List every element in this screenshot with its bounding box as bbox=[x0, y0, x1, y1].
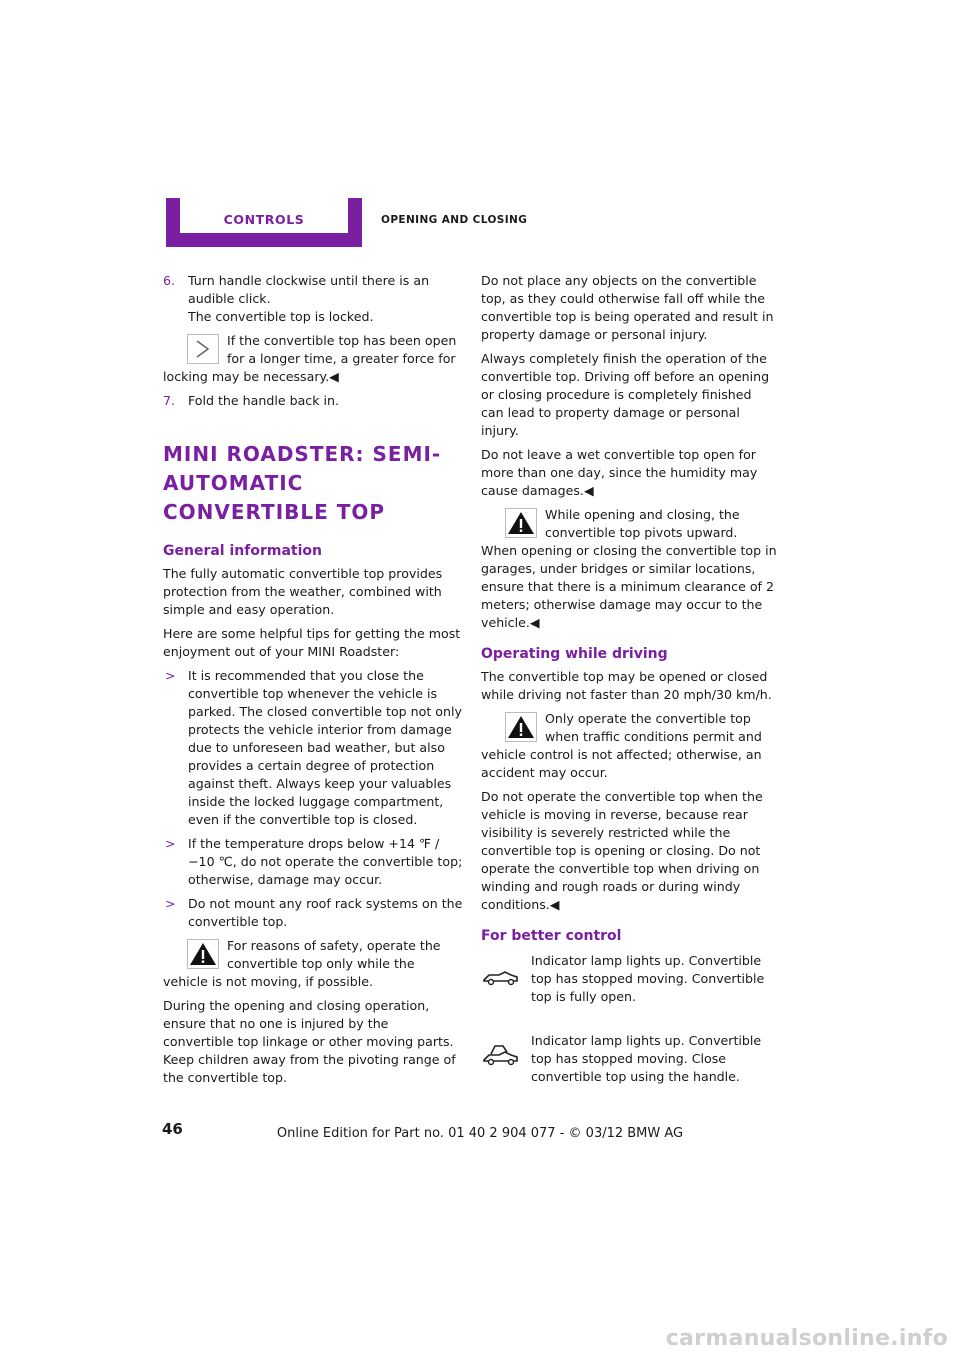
chapter-tab: CONTROLS bbox=[166, 198, 362, 247]
warning-icon bbox=[505, 508, 537, 538]
footer-edition: Online Edition for Part no. 01 40 2 904 … bbox=[276, 1126, 684, 1141]
bullet-text: If the temperature drops below +14 ℉ / −… bbox=[188, 836, 463, 887]
note-text: If the convertible top has been open for… bbox=[163, 333, 457, 384]
step-7: 7. Fold the handle back in. bbox=[163, 392, 463, 410]
warning-note: For reasons of safety, operate the conve… bbox=[163, 937, 463, 991]
step-6: 6. Turn handle clockwise until there is … bbox=[163, 272, 463, 326]
convertible-close-icon bbox=[483, 1045, 518, 1066]
step-text: Fold the handle back in. bbox=[188, 393, 340, 408]
bullet-marker: > bbox=[165, 668, 176, 683]
warning-note: Only operate the convertible top when tr… bbox=[481, 710, 777, 782]
bullet-item: > Do not mount any roof rack systems on … bbox=[163, 895, 463, 931]
warning-text: Only operate the convertible top when tr… bbox=[481, 711, 762, 780]
warning-text: For reasons of safety, operate the conve… bbox=[163, 938, 441, 989]
paragraph: The fully automatic convertible top prov… bbox=[163, 566, 443, 617]
left-column: 6. Turn handle clockwise until there is … bbox=[163, 272, 463, 1093]
chapter-label: CONTROLS bbox=[223, 212, 305, 227]
indicator-row: Indicator lamp lights up. Convertible to… bbox=[481, 1032, 777, 1106]
step-subtext: The convertible top is locked. bbox=[188, 309, 374, 324]
convertible-open-icon bbox=[483, 971, 518, 986]
bullet-marker: > bbox=[165, 836, 176, 851]
indicator-text: Indicator lamp lights up. Convertible to… bbox=[531, 953, 765, 1004]
right-column: Do not place any objects on the converti… bbox=[481, 272, 777, 1106]
step-text: Turn handle clockwise until there is an … bbox=[188, 273, 430, 306]
paragraph: Always completely finish the operation o… bbox=[481, 351, 770, 438]
page-number: 46 bbox=[162, 1120, 183, 1138]
note-icon bbox=[187, 334, 219, 364]
subheading-for-better-control: For better control bbox=[481, 928, 622, 944]
paragraph: Do not operate the convertible top when … bbox=[481, 789, 763, 912]
section-heading: MINI ROADSTER: SEMI-AUTOMATIC CONVERTIBL… bbox=[163, 442, 442, 524]
paragraph: During the opening and closing operation… bbox=[163, 998, 456, 1085]
watermark: carmanualsonline.info bbox=[665, 1326, 948, 1351]
section-label: OPENING AND CLOSING bbox=[381, 214, 528, 226]
bullet-item: > It is recommended that you close the c… bbox=[163, 667, 463, 829]
warning-icon bbox=[505, 712, 537, 742]
indicator-row: Indicator lamp lights up. Convertible to… bbox=[481, 952, 777, 1026]
indicator-text: Indicator lamp lights up. Convertible to… bbox=[531, 1033, 762, 1084]
bullet-text: It is recommended that you close the con… bbox=[188, 668, 462, 827]
step-number: 6. bbox=[163, 273, 176, 288]
paragraph: Here are some helpful tips for getting t… bbox=[163, 626, 461, 659]
subheading-operating-while-driving: Operating while driving bbox=[481, 646, 668, 662]
step-number: 7. bbox=[163, 393, 176, 408]
warning-icon bbox=[187, 939, 219, 969]
note: If the convertible top has been open for… bbox=[163, 332, 463, 386]
subheading-general-information: General information bbox=[163, 543, 322, 559]
bullet-item: > If the temperature drops below +14 ℉ /… bbox=[163, 835, 463, 889]
warning-text: While opening and closing, the convertib… bbox=[481, 507, 777, 630]
paragraph: Do not place any objects on the converti… bbox=[481, 273, 774, 342]
paragraph: Do not leave a wet convertible top open … bbox=[481, 447, 758, 498]
warning-note: While opening and closing, the convertib… bbox=[481, 506, 777, 632]
paragraph: The convertible top may be opened or clo… bbox=[481, 669, 772, 702]
bullet-marker: > bbox=[165, 896, 176, 911]
bullet-text: Do not mount any roof rack systems on th… bbox=[188, 896, 463, 929]
